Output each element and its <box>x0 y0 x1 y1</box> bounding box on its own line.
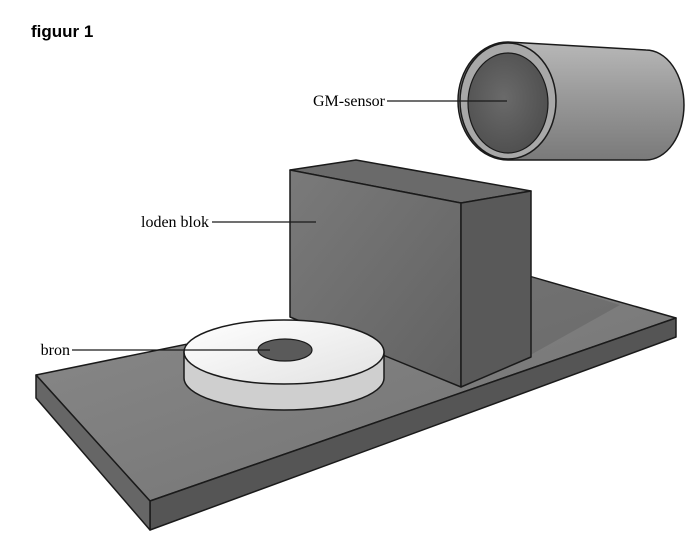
base-plate-left-side <box>35 374 151 531</box>
figure-title: figuur 1 <box>31 22 94 41</box>
label-gm-sensor: GM-sensor <box>313 93 507 110</box>
gm-sensor-opening <box>467 52 549 154</box>
label-source: bron <box>41 342 270 359</box>
lead-block-side <box>460 190 532 388</box>
label-source-text: bron <box>41 342 70 359</box>
label-gm-sensor-text: GM-sensor <box>313 93 386 110</box>
source-disc <box>183 319 385 411</box>
label-lead-block: loden blok <box>141 214 316 231</box>
label-lead-block-text: loden blok <box>141 214 209 231</box>
gm-sensor-tube <box>457 41 685 161</box>
block-shadow <box>525 275 620 358</box>
